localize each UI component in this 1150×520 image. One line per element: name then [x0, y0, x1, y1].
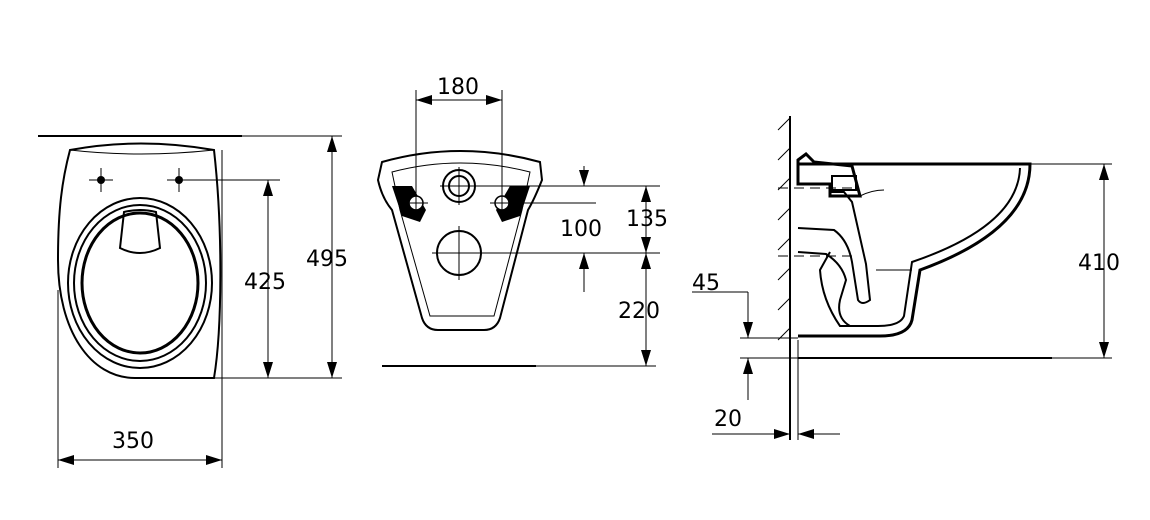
lug-right: [496, 186, 530, 222]
inlet-connector: [831, 175, 857, 191]
wall-hatch: [777, 117, 791, 341]
waste-outlet: [432, 226, 660, 280]
dim-180-label: 180: [437, 75, 479, 100]
rim-back-curve: [69, 149, 215, 155]
bowl-profile-outer: [798, 162, 1032, 338]
bowl-outline: [56, 142, 222, 379]
water-inlet: [440, 167, 660, 205]
fixing-hole-right: [167, 168, 280, 192]
dim-220-label: 220: [618, 299, 660, 324]
top-view: 350 495 425: [38, 135, 348, 468]
back-view: 180 100 135 220: [376, 75, 668, 367]
dim-100-label: 100: [560, 217, 602, 242]
bowl-profile-inner: [818, 167, 1021, 327]
dim-20-label: 20: [714, 407, 742, 432]
trap-inner: [797, 251, 851, 327]
dim-410-label: 410: [1078, 251, 1120, 276]
dim-495-label: 495: [306, 247, 348, 272]
side-view: 410 45 20: [692, 116, 1120, 440]
dim-350-label: 350: [112, 429, 154, 454]
trap-profile: [797, 191, 872, 304]
dim-135-label: 135: [626, 207, 668, 232]
rim-lip: [859, 189, 885, 197]
dim-425-label: 425: [244, 270, 286, 295]
flush-opening: [118, 209, 162, 254]
dim-45-label: 45: [692, 271, 720, 296]
back-body-inner: [391, 162, 531, 317]
fixing-hole-left: [89, 168, 113, 192]
back-body-outline: [376, 150, 544, 331]
seat-ring: [73, 204, 207, 362]
seat-outer: [67, 197, 213, 369]
bowl-inner: [80, 211, 200, 355]
